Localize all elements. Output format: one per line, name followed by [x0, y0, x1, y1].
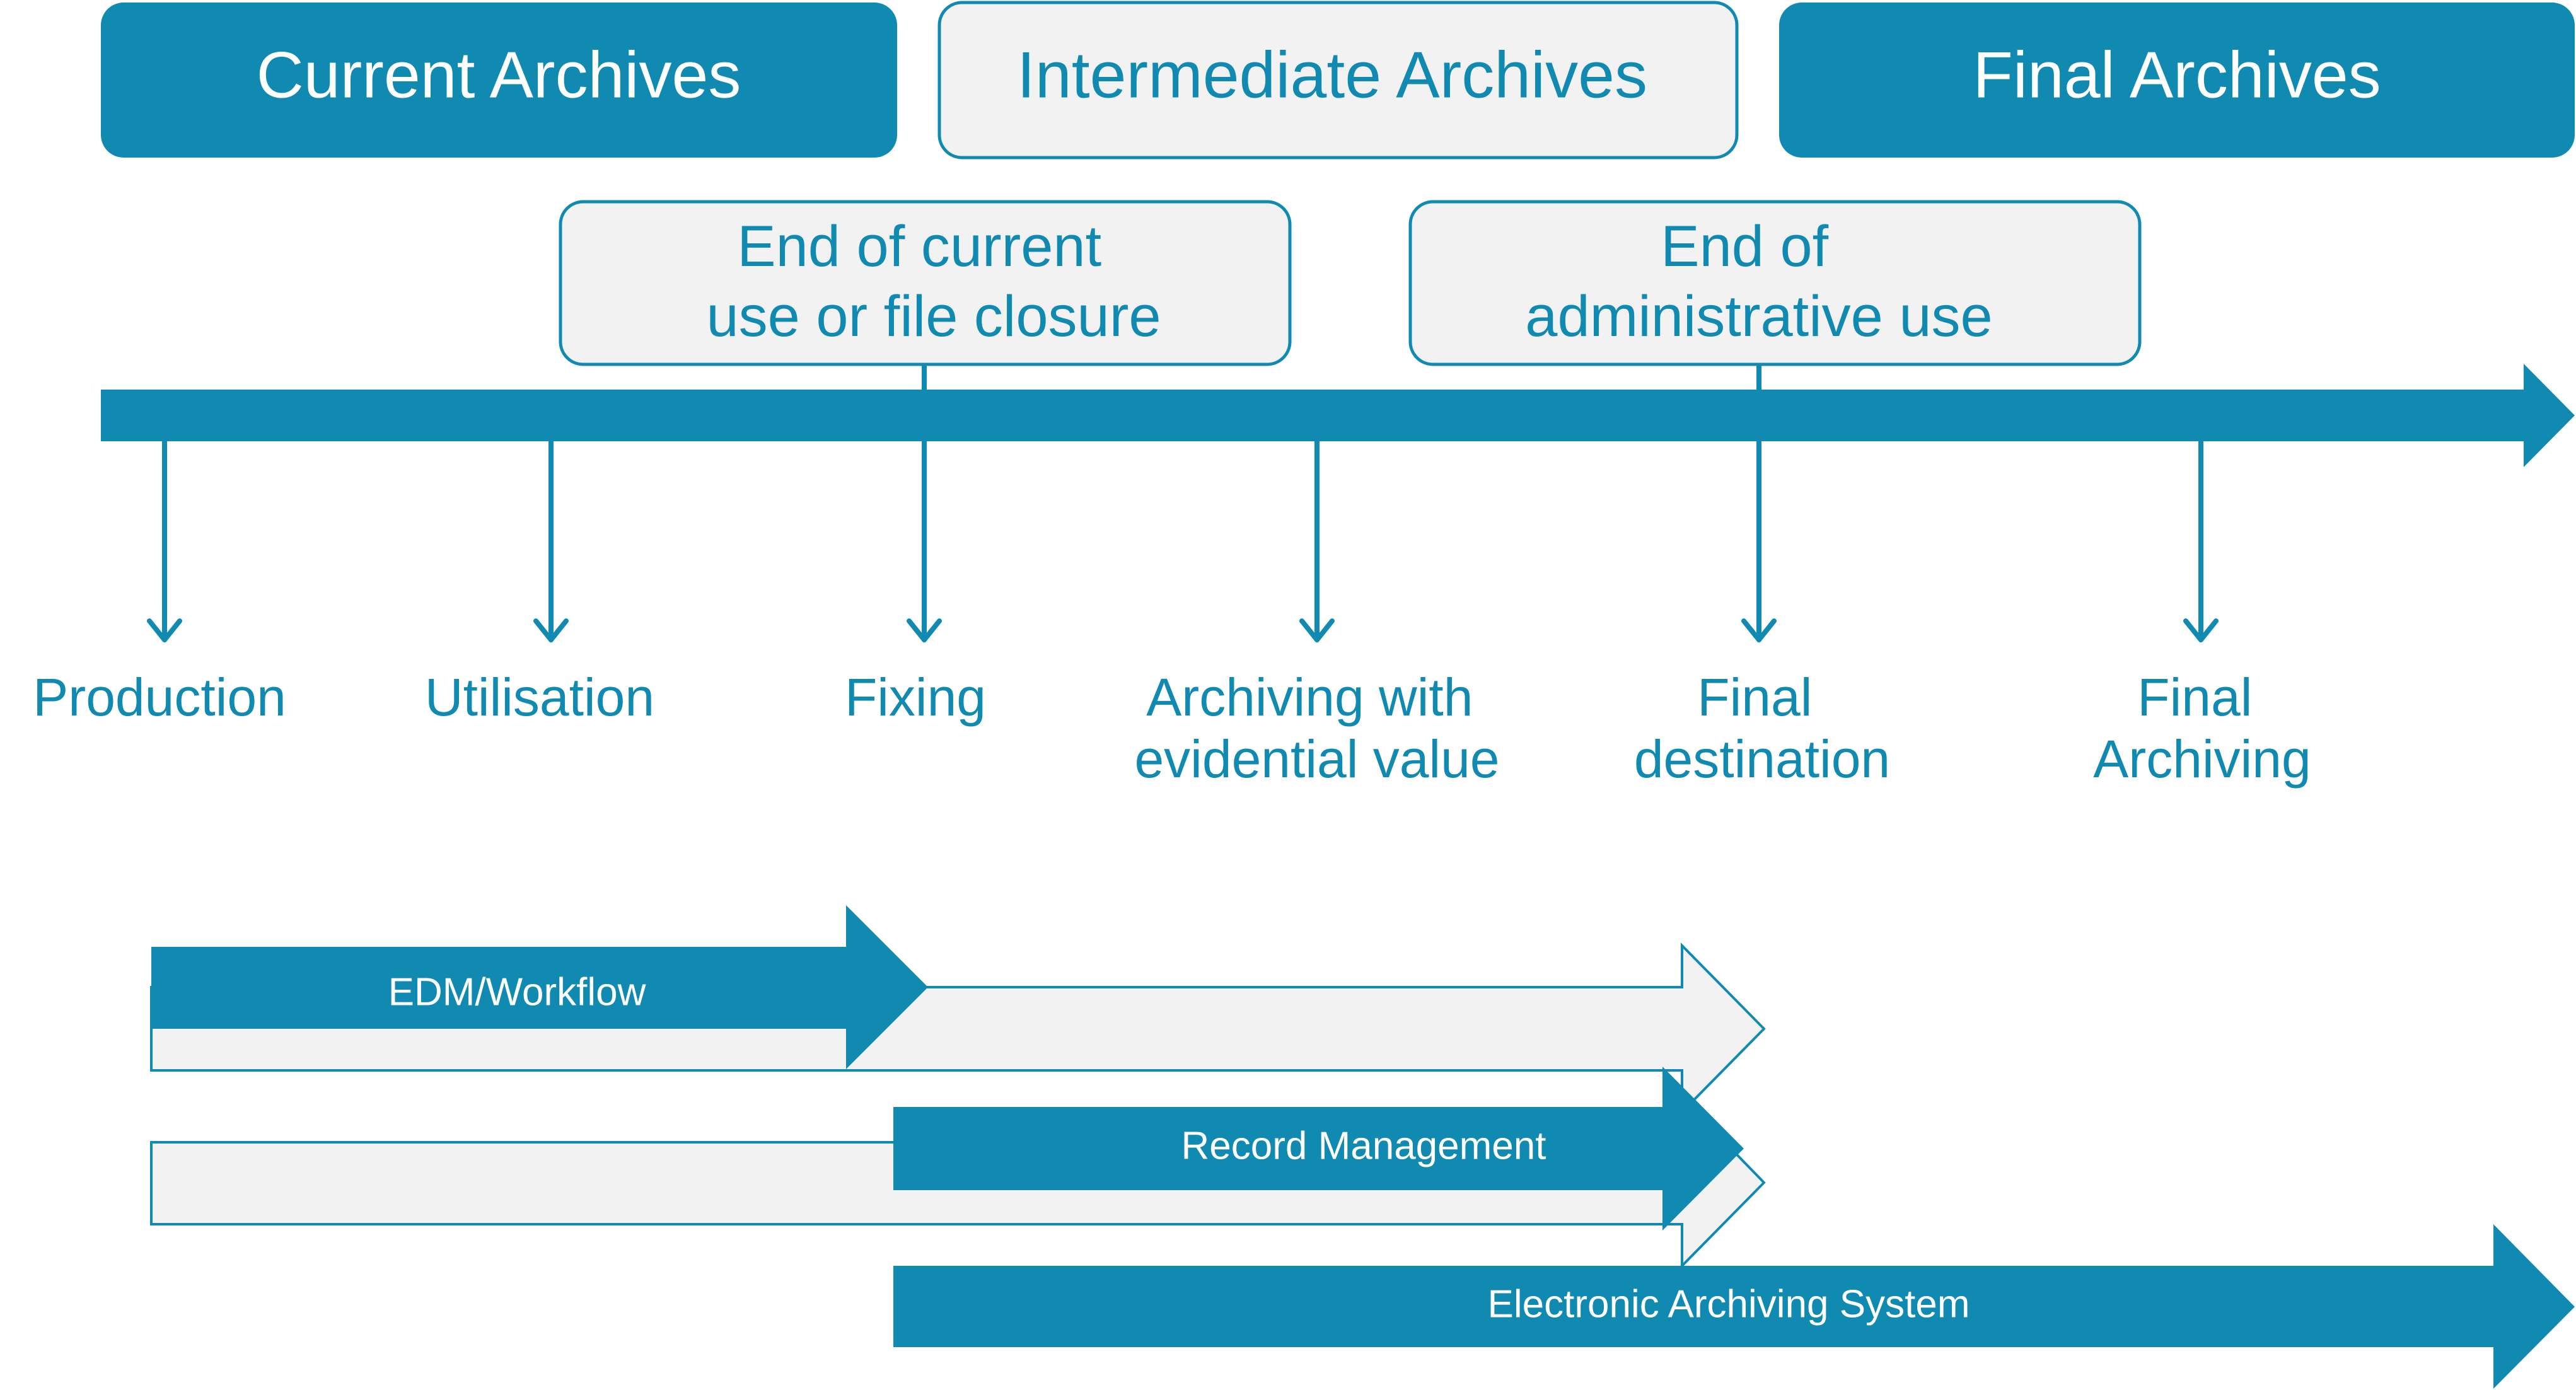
- phase-intermediate-archives: Intermediate Archives: [937, 1, 1739, 159]
- system-label: Record Management: [1181, 1124, 1546, 1167]
- system-arrows: EDM/Workflow Record Management Electroni…: [150, 905, 2575, 1389]
- system-record-management: Record Management: [893, 1067, 1744, 1231]
- stage-label-final-destination: Final destination: [1634, 668, 1890, 789]
- milestone-box: [559, 200, 1292, 366]
- milestone-end-of-administrative-use: End of administrative use: [1408, 200, 2142, 366]
- milestone-label: End of administrative use: [1525, 214, 1992, 349]
- phase-box: [937, 1, 1739, 159]
- milestone-end-of-current-use: End of current use or file closure: [559, 200, 1292, 366]
- milestone-label-line: End of: [1661, 214, 1828, 279]
- phase-label: Final Archives: [1973, 38, 2381, 112]
- edm-workflow-arrow: [151, 905, 928, 1069]
- stage-pointer-fixing: [907, 439, 942, 642]
- record-management-arrow: [893, 1067, 1744, 1231]
- phase-box: [1779, 3, 2575, 158]
- stage-pointer-final-destination: [1741, 439, 1777, 642]
- phase-headers: Current Archives Intermediate Archives F…: [101, 1, 2575, 159]
- system-electronic-archiving: Electronic Archiving System: [893, 1224, 2575, 1389]
- system-label: EDM/Workflow: [388, 970, 646, 1014]
- stage-labels: Production Utilisation Fixing Archiving …: [33, 668, 2311, 789]
- system-edm-workflow: EDM/Workflow: [151, 905, 928, 1069]
- milestone-box: [1408, 200, 2142, 366]
- stage-label-fixing: Fixing: [845, 668, 986, 727]
- phase-box: [101, 3, 897, 158]
- electronic-archiving-arrow: [893, 1224, 2575, 1389]
- milestones: End of current use or file closure End o…: [559, 200, 2142, 392]
- stage-pointer-production: [147, 439, 182, 642]
- milestone-label-line: administrative use: [1525, 284, 1992, 349]
- stage-pointer-archiving-evidential: [1299, 439, 1335, 642]
- stage-label-utilisation: Utilisation: [425, 668, 654, 727]
- stage-label-production: Production: [33, 668, 286, 727]
- phase-label: Intermediate Archives: [1017, 38, 1647, 112]
- milestone-label-line: use or file closure: [707, 284, 1161, 349]
- stage-pointer-final-archiving: [2183, 439, 2219, 642]
- stage-label-final-archiving: Final Archiving: [2093, 668, 2311, 789]
- phase-current-archives: Current Archives: [101, 3, 897, 158]
- stage-label-archiving-evidential: Archiving with evidential value: [1134, 668, 1499, 789]
- timeline-arrow: [101, 364, 2575, 467]
- milestone-label: End of current use or file closure: [707, 214, 1161, 349]
- stage-pointers: [147, 439, 2219, 642]
- milestone-label-line: End of current: [737, 214, 1101, 279]
- system-label: Electronic Archiving System: [1488, 1282, 1970, 1326]
- stage-pointer-utilisation: [533, 439, 569, 642]
- phase-label: Current Archives: [257, 38, 741, 112]
- phase-final-archives: Final Archives: [1779, 3, 2575, 158]
